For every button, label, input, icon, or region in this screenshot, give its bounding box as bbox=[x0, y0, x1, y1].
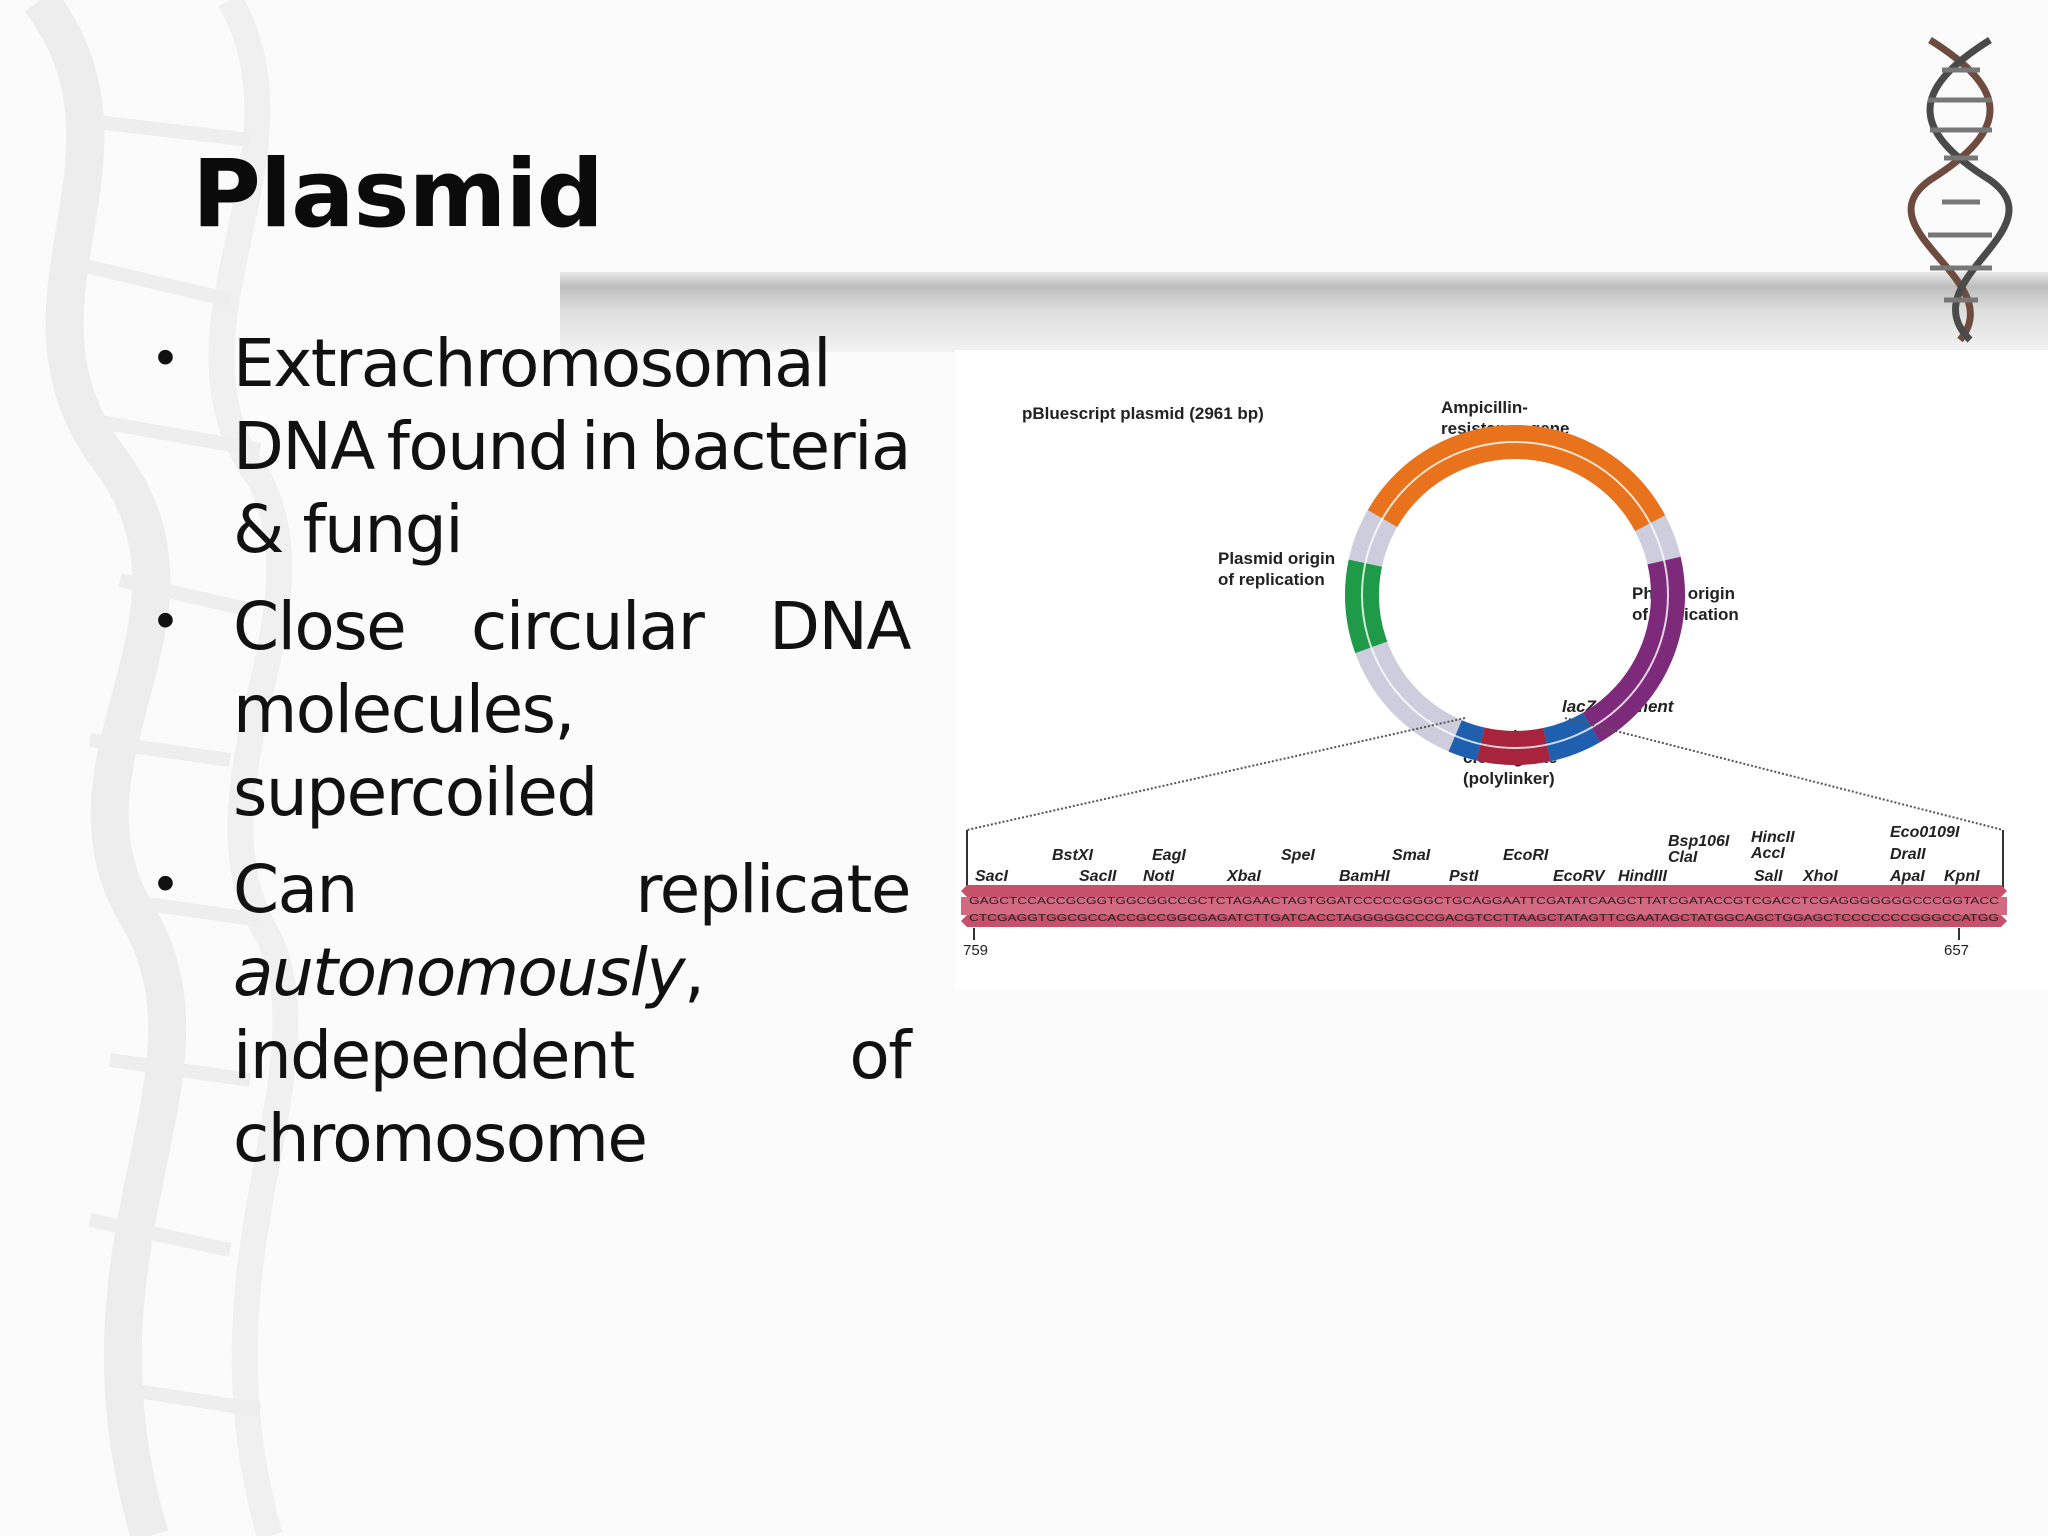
bullet-line: molecules, bbox=[233, 668, 910, 751]
figure-title: pBluescript plasmid (2961 bp) bbox=[1022, 404, 1264, 423]
site-bstxi: BstXI bbox=[1052, 847, 1093, 864]
label-mcs-3: (polylinker) bbox=[1463, 769, 1555, 788]
end-position: 657 bbox=[1944, 942, 1969, 959]
bullet-line: Extrachromosomal bbox=[233, 322, 910, 405]
site-draii: DraII bbox=[1890, 846, 1926, 863]
sequence-top-strand: GAGCTCCACCGCGGTGGCGGCCGCTCTAGAACTAGTGGAT… bbox=[969, 896, 1999, 907]
expansion-line-right bbox=[1564, 717, 2004, 831]
plasmid-map-figure: pBluescript plasmid (2961 bp) Ampicillin… bbox=[955, 350, 2048, 990]
ring-center-line bbox=[1361, 441, 1669, 749]
start-position: 759 bbox=[963, 942, 988, 959]
site-eco0109i: Eco0109I bbox=[1890, 824, 1960, 841]
site-acci: AccI bbox=[1750, 845, 1785, 862]
bullet-marker: • bbox=[156, 590, 175, 650]
bullet-word: DNA bbox=[233, 408, 375, 485]
bullet-item: • Can replicate autonomously, independen… bbox=[150, 848, 911, 1180]
site-sacii: SacII bbox=[1079, 868, 1117, 885]
label-ampicillin-1: Ampicillin- bbox=[1441, 398, 1528, 417]
plasmid-map-svg: pBluescript plasmid (2961 bp) Ampicillin… bbox=[961, 398, 2007, 959]
site-apai: ApaI bbox=[1889, 868, 1925, 885]
sequence-band-middle bbox=[961, 897, 2007, 915]
sequence-band-top bbox=[961, 885, 2007, 897]
site-hindiii: HindIII bbox=[1618, 868, 1667, 885]
bullet-word: Close bbox=[233, 588, 407, 665]
site-bamhi: BamHI bbox=[1339, 868, 1390, 885]
bullet-word: Extrachromosomal bbox=[233, 325, 831, 402]
site-kpni: KpnI bbox=[1944, 868, 1980, 885]
bullet-word: of bbox=[849, 1017, 911, 1094]
site-saci: SacI bbox=[975, 868, 1008, 885]
site-eagi: EagI bbox=[1152, 847, 1186, 864]
site-spei: SpeI bbox=[1281, 847, 1315, 864]
bullet-list: • Extrachromosomal DNA found in bacteria… bbox=[150, 322, 912, 1194]
label-phage-origin-2: of replication bbox=[1632, 605, 1739, 624]
bullet-word: circular bbox=[471, 588, 705, 665]
bullet-line: independent of bbox=[233, 1014, 911, 1097]
label-plasmid-origin-1: Plasmid origin bbox=[1218, 549, 1335, 568]
site-noti: NotI bbox=[1143, 868, 1175, 885]
site-psti: PstI bbox=[1449, 868, 1479, 885]
bullet-word: Can bbox=[233, 851, 358, 928]
slide-title: Plasmid bbox=[192, 140, 604, 249]
bullet-word: bacteria bbox=[650, 408, 912, 485]
ring-segment-ampicillin bbox=[1367, 425, 1666, 532]
bullet-line: autonomously, bbox=[233, 931, 910, 1014]
sequence-band-bottom bbox=[961, 915, 2007, 927]
bullet-word: supercoiled bbox=[233, 754, 598, 831]
bullet-marker: • bbox=[156, 853, 175, 913]
bullet-line: & fungi bbox=[233, 488, 910, 571]
bullet-marker: • bbox=[156, 327, 175, 387]
site-clai: ClaI bbox=[1668, 849, 1698, 866]
bullet-word: in bbox=[581, 408, 640, 485]
site-ecori: EcoRI bbox=[1503, 847, 1549, 864]
sequence-bottom-strand: CTCGAGGTGGCGCCACCGCCGGCGAGATCTTGATCACCTA… bbox=[969, 913, 1999, 924]
plasmid-ring bbox=[1345, 425, 1686, 765]
bullet-line: DNA found in bacteria bbox=[233, 405, 912, 488]
punctuation: , bbox=[684, 934, 705, 1011]
site-smai: SmaI bbox=[1392, 847, 1431, 864]
bullet-line: Close circular DNA bbox=[233, 585, 911, 668]
dna-helix-icon bbox=[1907, 37, 2013, 343]
background-dna-decoration bbox=[24, 0, 299, 1536]
header-gradient-bar bbox=[560, 272, 2048, 352]
bullet-word: found bbox=[386, 408, 570, 485]
site-hincii: HincII bbox=[1751, 829, 1795, 846]
bullet-line: supercoiled bbox=[233, 751, 910, 834]
bullet-item: • Close circular DNA molecules, supercoi… bbox=[150, 585, 911, 834]
site-ecorv: EcoRV bbox=[1553, 868, 1606, 885]
label-plasmid-origin-2: of replication bbox=[1218, 570, 1325, 589]
bullet-line: Can replicate bbox=[233, 848, 911, 931]
bullet-line: chromosome bbox=[233, 1097, 910, 1180]
bullet-word: independent bbox=[233, 1017, 635, 1094]
bullet-item: • Extrachromosomal DNA found in bacteria… bbox=[150, 322, 912, 571]
site-sali: SalI bbox=[1754, 868, 1783, 885]
bullet-emphasis-word: autonomously, bbox=[233, 931, 705, 1014]
italic-word: autonomously bbox=[233, 934, 686, 1011]
site-xbai: XbaI bbox=[1226, 868, 1261, 885]
site-bsp106i: Bsp106I bbox=[1668, 833, 1730, 850]
bullet-word: DNA bbox=[769, 588, 911, 665]
expansion-line-left bbox=[966, 717, 1466, 831]
site-xhoi: XhoI bbox=[1802, 868, 1838, 885]
bullet-word: replicate bbox=[635, 851, 911, 928]
bullet-word: & fungi bbox=[233, 491, 464, 568]
bullet-word: molecules, bbox=[233, 671, 576, 748]
bullet-word: chromosome bbox=[233, 1100, 648, 1177]
